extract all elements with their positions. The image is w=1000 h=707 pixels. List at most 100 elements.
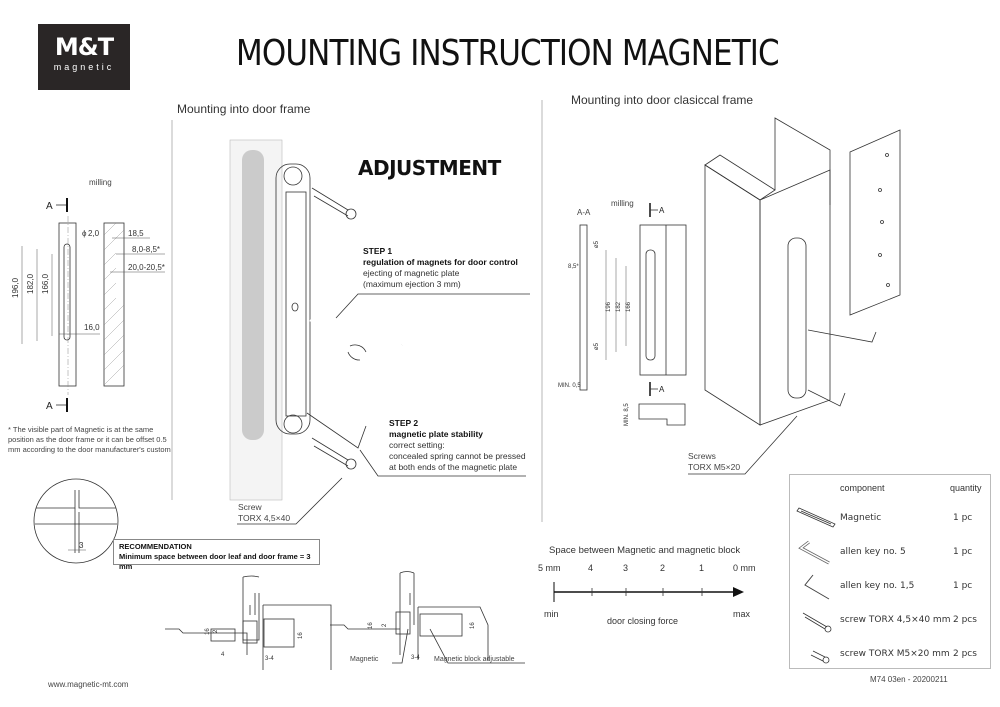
component-name: screw TORX 4,5×40 mm	[840, 615, 951, 625]
component-qty: 1 pc	[953, 513, 973, 523]
dim-phi5-top: ø5	[594, 240, 600, 248]
scale-tick-label-4: 4	[588, 563, 594, 573]
brand-logo: M&T magnetic	[38, 24, 130, 90]
dim-phi-value: 2,0	[88, 229, 100, 238]
document-code: M74 03en - 20200211	[870, 675, 948, 684]
screw-spec: TORX 4,5×40	[238, 513, 291, 523]
allen-key-large-icon	[309, 318, 404, 364]
scale-tick-label-5mm: 5 mm	[538, 563, 561, 573]
dim-196: 196	[606, 301, 612, 312]
component-row: allen key no. 5 1 pc	[790, 537, 990, 567]
recommendation-box: RECOMMENDATION Minimum space between doo…	[113, 539, 320, 571]
cross-section	[103, 222, 125, 387]
scale-arrowhead	[733, 587, 744, 597]
dim-phi: ϕ	[82, 229, 87, 238]
left-milling-drawing: A A 196,0 182,0 166,0 ϕ 2,0 16,0 18,5 8,…	[11, 198, 165, 412]
step2-block: STEP 2 magnetic plate stability correct …	[389, 418, 526, 473]
screw-bottom-icon	[311, 437, 357, 470]
component-name: allen key no. 1,5	[840, 581, 915, 591]
dim-16b: 16	[298, 632, 304, 639]
dim-166: 166	[626, 301, 632, 312]
recommendation-text: Minimum space between door leaf and door…	[119, 552, 311, 571]
dim-16: 16,0	[84, 323, 100, 332]
strike-plate	[849, 129, 901, 316]
dim-4: 4	[221, 652, 225, 658]
dim-2: 2	[213, 629, 219, 633]
logo-subtitle: magnetic	[53, 62, 115, 72]
website-link[interactable]: www.magnetic-mt.com	[48, 680, 129, 689]
step2-line1: correct setting:	[389, 440, 445, 450]
bottom-section-drawing-1: 16 2 4 16 3-4	[165, 575, 332, 670]
step1-line2: (maximum ejection 3 mm)	[363, 279, 461, 289]
step1-line1: ejecting of magnetic plate	[363, 268, 460, 278]
gap-detail-circle: 3	[33, 478, 119, 564]
magnetic-block	[263, 618, 295, 648]
milling-slot	[63, 243, 71, 341]
components-table: component quantity Magnetic 1 pc allen k…	[789, 474, 991, 669]
step2-line3: at both ends of the magnetic plate	[389, 462, 518, 472]
allen-key-small-icon	[306, 412, 367, 449]
force-scale: 5 mm 4 3 2 1 0 mm min max door closing f…	[530, 560, 780, 630]
step2-line2: concealed spring cannot be pressed	[389, 451, 526, 461]
magnetic-in-frame	[787, 237, 807, 399]
step2-heading: magnetic plate stability	[389, 429, 483, 439]
step1-heading: regulation of magnets for door control	[363, 257, 518, 267]
dim-3-4: 3-4	[265, 656, 274, 662]
dim-phi5-bottom: ø5	[594, 342, 600, 350]
allen-key-small-icon	[804, 574, 830, 600]
header-component: component	[840, 483, 885, 493]
recommendation-title: RECOMMENDATION	[119, 542, 192, 551]
component-row: Magnetic 1 pc	[790, 503, 990, 533]
dim-196: 196,0	[11, 277, 20, 298]
dim-2: 2	[382, 623, 388, 627]
long-screw-icon	[802, 612, 832, 633]
frame-profile	[58, 222, 77, 387]
bottom-section-drawing-2: 16 2 16 3-4	[330, 571, 525, 664]
scale-max-label: max	[733, 609, 751, 619]
adjustment-title: ADJUSTMENT	[358, 156, 501, 180]
classical-frame-illustration	[704, 117, 901, 426]
component-row: allen key no. 1,5 1 pc	[790, 571, 990, 601]
rotate-arrow-icon	[349, 344, 367, 353]
section-marker-bottom: A	[659, 385, 665, 394]
step2-label: STEP 2	[389, 418, 419, 428]
right-milling-slot	[645, 249, 656, 361]
dim-16b: 16	[470, 622, 476, 629]
screws-label-block: Screws TORX M5×20	[688, 451, 740, 473]
screw-label: Screw	[238, 502, 262, 512]
screw-label-block: Screw TORX 4,5×40	[238, 502, 290, 524]
scale-axis-label: door closing force	[607, 616, 679, 626]
scale-tick-label-1: 1	[699, 563, 705, 573]
section-marker-top: A	[46, 201, 53, 212]
visible-part-note: * The visible part of Magnetic is at the…	[8, 425, 171, 454]
component-row: screw TORX 4,5×40 mm 2 pcs	[790, 605, 990, 635]
magnetic-plate	[285, 191, 307, 417]
component-name: Magnetic	[840, 513, 882, 523]
magnetic-callout: Magnetic	[350, 656, 379, 663]
magnetic-body	[275, 163, 311, 435]
logo-brand: M&T	[54, 33, 114, 61]
aa-profile	[579, 224, 588, 391]
force-scale-title: Space between Magnetic and magnetic bloc…	[549, 545, 741, 556]
left-milling-label: milling	[89, 178, 112, 187]
block-callout: Magnetic block adjustable	[434, 656, 515, 663]
scale-tick-label-3: 3	[623, 563, 629, 573]
component-row: screw TORX M5×20 mm 2 pcs	[790, 639, 990, 669]
component-name: allen key no. 5	[840, 547, 906, 557]
scale-min-label: min	[544, 609, 559, 619]
dim-min-0-5: MIN. 0,5	[558, 383, 581, 389]
right-milling-label: milling	[611, 199, 634, 208]
frame-face	[639, 224, 687, 376]
component-qty: 1 pc	[953, 547, 973, 557]
dim-182: 182,0	[26, 273, 35, 294]
scale-axis	[553, 582, 744, 602]
gap-dim: 3	[79, 541, 84, 550]
dim-20: 20,0-20,5*	[128, 263, 165, 272]
dim-8: 8,0-8,5*	[132, 245, 160, 254]
scale-tick-label-2: 2	[660, 563, 666, 573]
right-milling-drawing: A 196 182 166 ø5 ø5 8,5* MIN. 0,5 A MIN.…	[558, 203, 687, 426]
dim-min-8-5: MIN. 8,5	[624, 403, 630, 426]
component-qty: 1 pc	[953, 581, 973, 591]
left-section-title: Mounting into door frame	[177, 102, 311, 116]
